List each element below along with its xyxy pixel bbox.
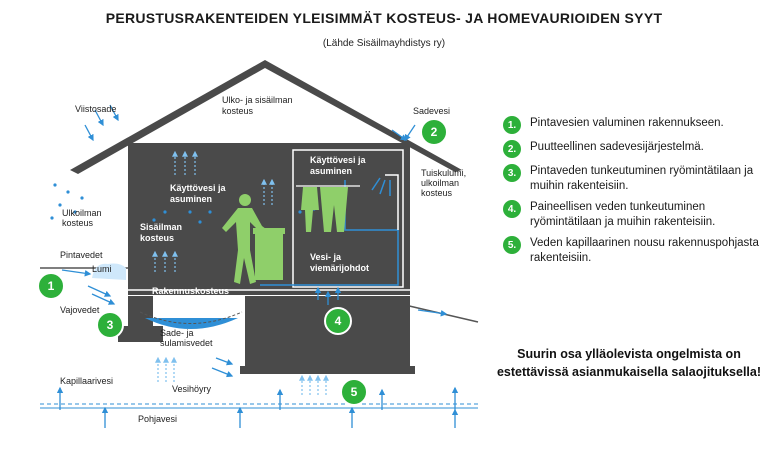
- person-figure: [222, 194, 285, 284]
- label-sadevesi: Sadevesi: [413, 106, 450, 116]
- legend-text: Puutteellinen sadevesijärjestelmä.: [530, 141, 704, 153]
- legend-number: 4.: [503, 200, 521, 218]
- crawlspace-moisture-arrows: [314, 286, 342, 305]
- footer-note: Suurin osa ylläolevista ongelmista on es…: [496, 347, 762, 379]
- legend-number: 3.: [503, 164, 521, 182]
- label-kayttovesi-right-2: asuminen: [310, 166, 352, 176]
- room-right: [292, 149, 404, 288]
- legend-number: 1.: [503, 116, 521, 134]
- label-tuisku-1: Tuiskulumi,: [421, 168, 466, 178]
- footing-bottom-base: [240, 366, 415, 374]
- label-tuisku-2: ulkoilman: [421, 178, 459, 188]
- marker-2: 2: [420, 118, 448, 146]
- laundry: [296, 185, 360, 232]
- legend-text: Pintavesien valuminen rakennukseen.: [530, 117, 724, 129]
- label-ulkoilman-2: kosteus: [62, 218, 94, 228]
- svg-text:3: 3: [107, 318, 114, 332]
- shower: [371, 174, 399, 230]
- label-rakennuskosteus: Rakennuskosteus: [152, 286, 229, 296]
- moisture-arrows: [152, 150, 329, 395]
- label-kayttovesi-left-2: asuminen: [170, 194, 212, 204]
- legend-text: Veden kapillaarinen nousu rakennuspohjas…: [530, 237, 759, 264]
- svg-text:1: 1: [48, 279, 55, 293]
- label-sisailman-2: kosteus: [140, 233, 174, 243]
- label-sade-2: sulamisvedet: [160, 338, 213, 348]
- label-tuisku-3: kosteus: [421, 188, 453, 198]
- legend-item-4: 4. Paineellisen veden tunkeutuminen ryöm…: [503, 200, 765, 230]
- legend-list: 1. Pintavesien valuminen rakennukseen. 2…: [503, 116, 765, 272]
- label-sisailman-1: Sisäilman: [140, 222, 182, 232]
- label-ulkoilman-1: Ulkoilman: [62, 208, 102, 218]
- page-title: PERUSTUSRAKENTEIDEN YLEISIMMÄT KOSTEUS- …: [105, 10, 663, 26]
- foundation-left: [128, 296, 153, 326]
- legend-item-1: 1. Pintavesien valuminen rakennukseen.: [503, 116, 765, 134]
- legend-item-2: 2. Puutteellinen sadevesijärjestelmä.: [503, 140, 765, 158]
- capillary-arrows: [56, 386, 459, 428]
- snow-pile: [92, 263, 126, 280]
- surface-water-arrows: [61, 269, 448, 378]
- label-pintavedet: Pintavedet: [60, 250, 103, 260]
- label-pohjavesi: Pohjavesi: [138, 414, 177, 424]
- label-ulko-sisa-2: kosteus: [222, 106, 254, 116]
- legend-item-3: 3. Pintaveden tunkeutuminen ryömintätila…: [503, 164, 765, 194]
- footing-left: [118, 326, 163, 342]
- label-viistosade: Viistosade: [75, 104, 116, 114]
- label-kayttovesi-left-1: Käyttövesi ja: [170, 183, 227, 193]
- label-sade-1: Sade- ja: [160, 328, 194, 338]
- marker-3: 3: [96, 311, 124, 339]
- svg-text:5: 5: [351, 385, 358, 399]
- label-vesi-2: viemärijohdot: [310, 263, 369, 273]
- marker-5: 5: [340, 378, 368, 406]
- footing-bottom: [245, 352, 410, 366]
- legend-item-5: 5. Veden kapillaarinen nousu rakennuspoh…: [503, 236, 765, 266]
- crawlspace-dashes: [139, 311, 243, 324]
- label-lumi: Lumi: [92, 264, 112, 274]
- marker-4: 4: [324, 307, 352, 335]
- legend-text: Pintaveden tunkeutuminen ryömintätilaan …: [530, 165, 754, 192]
- page-subtitle: (Lähde Sisäilmayhdistys ry): [322, 38, 446, 49]
- legend-number: 5.: [503, 236, 521, 254]
- svg-text:4: 4: [335, 314, 342, 328]
- label-kayttovesi-right-1: Käyttövesi ja: [310, 155, 367, 165]
- legend-number: 2.: [503, 140, 521, 158]
- marker-1: 1: [37, 272, 65, 300]
- label-vajovedet: Vajovedet: [60, 305, 100, 315]
- label-kapillaarivesi: Kapillaarivesi: [60, 376, 113, 386]
- label-ulko-sisa-1: Ulko- ja sisäilman: [222, 95, 293, 105]
- svg-text:2: 2: [431, 125, 438, 139]
- label-vesi-1: Vesi- ja: [310, 252, 342, 262]
- label-vesihoyry: Vesihöyry: [172, 384, 212, 394]
- rain-arrows-top: [84, 104, 416, 142]
- legend-text: Paineellisen veden tunkeutuminen ryömint…: [530, 201, 716, 228]
